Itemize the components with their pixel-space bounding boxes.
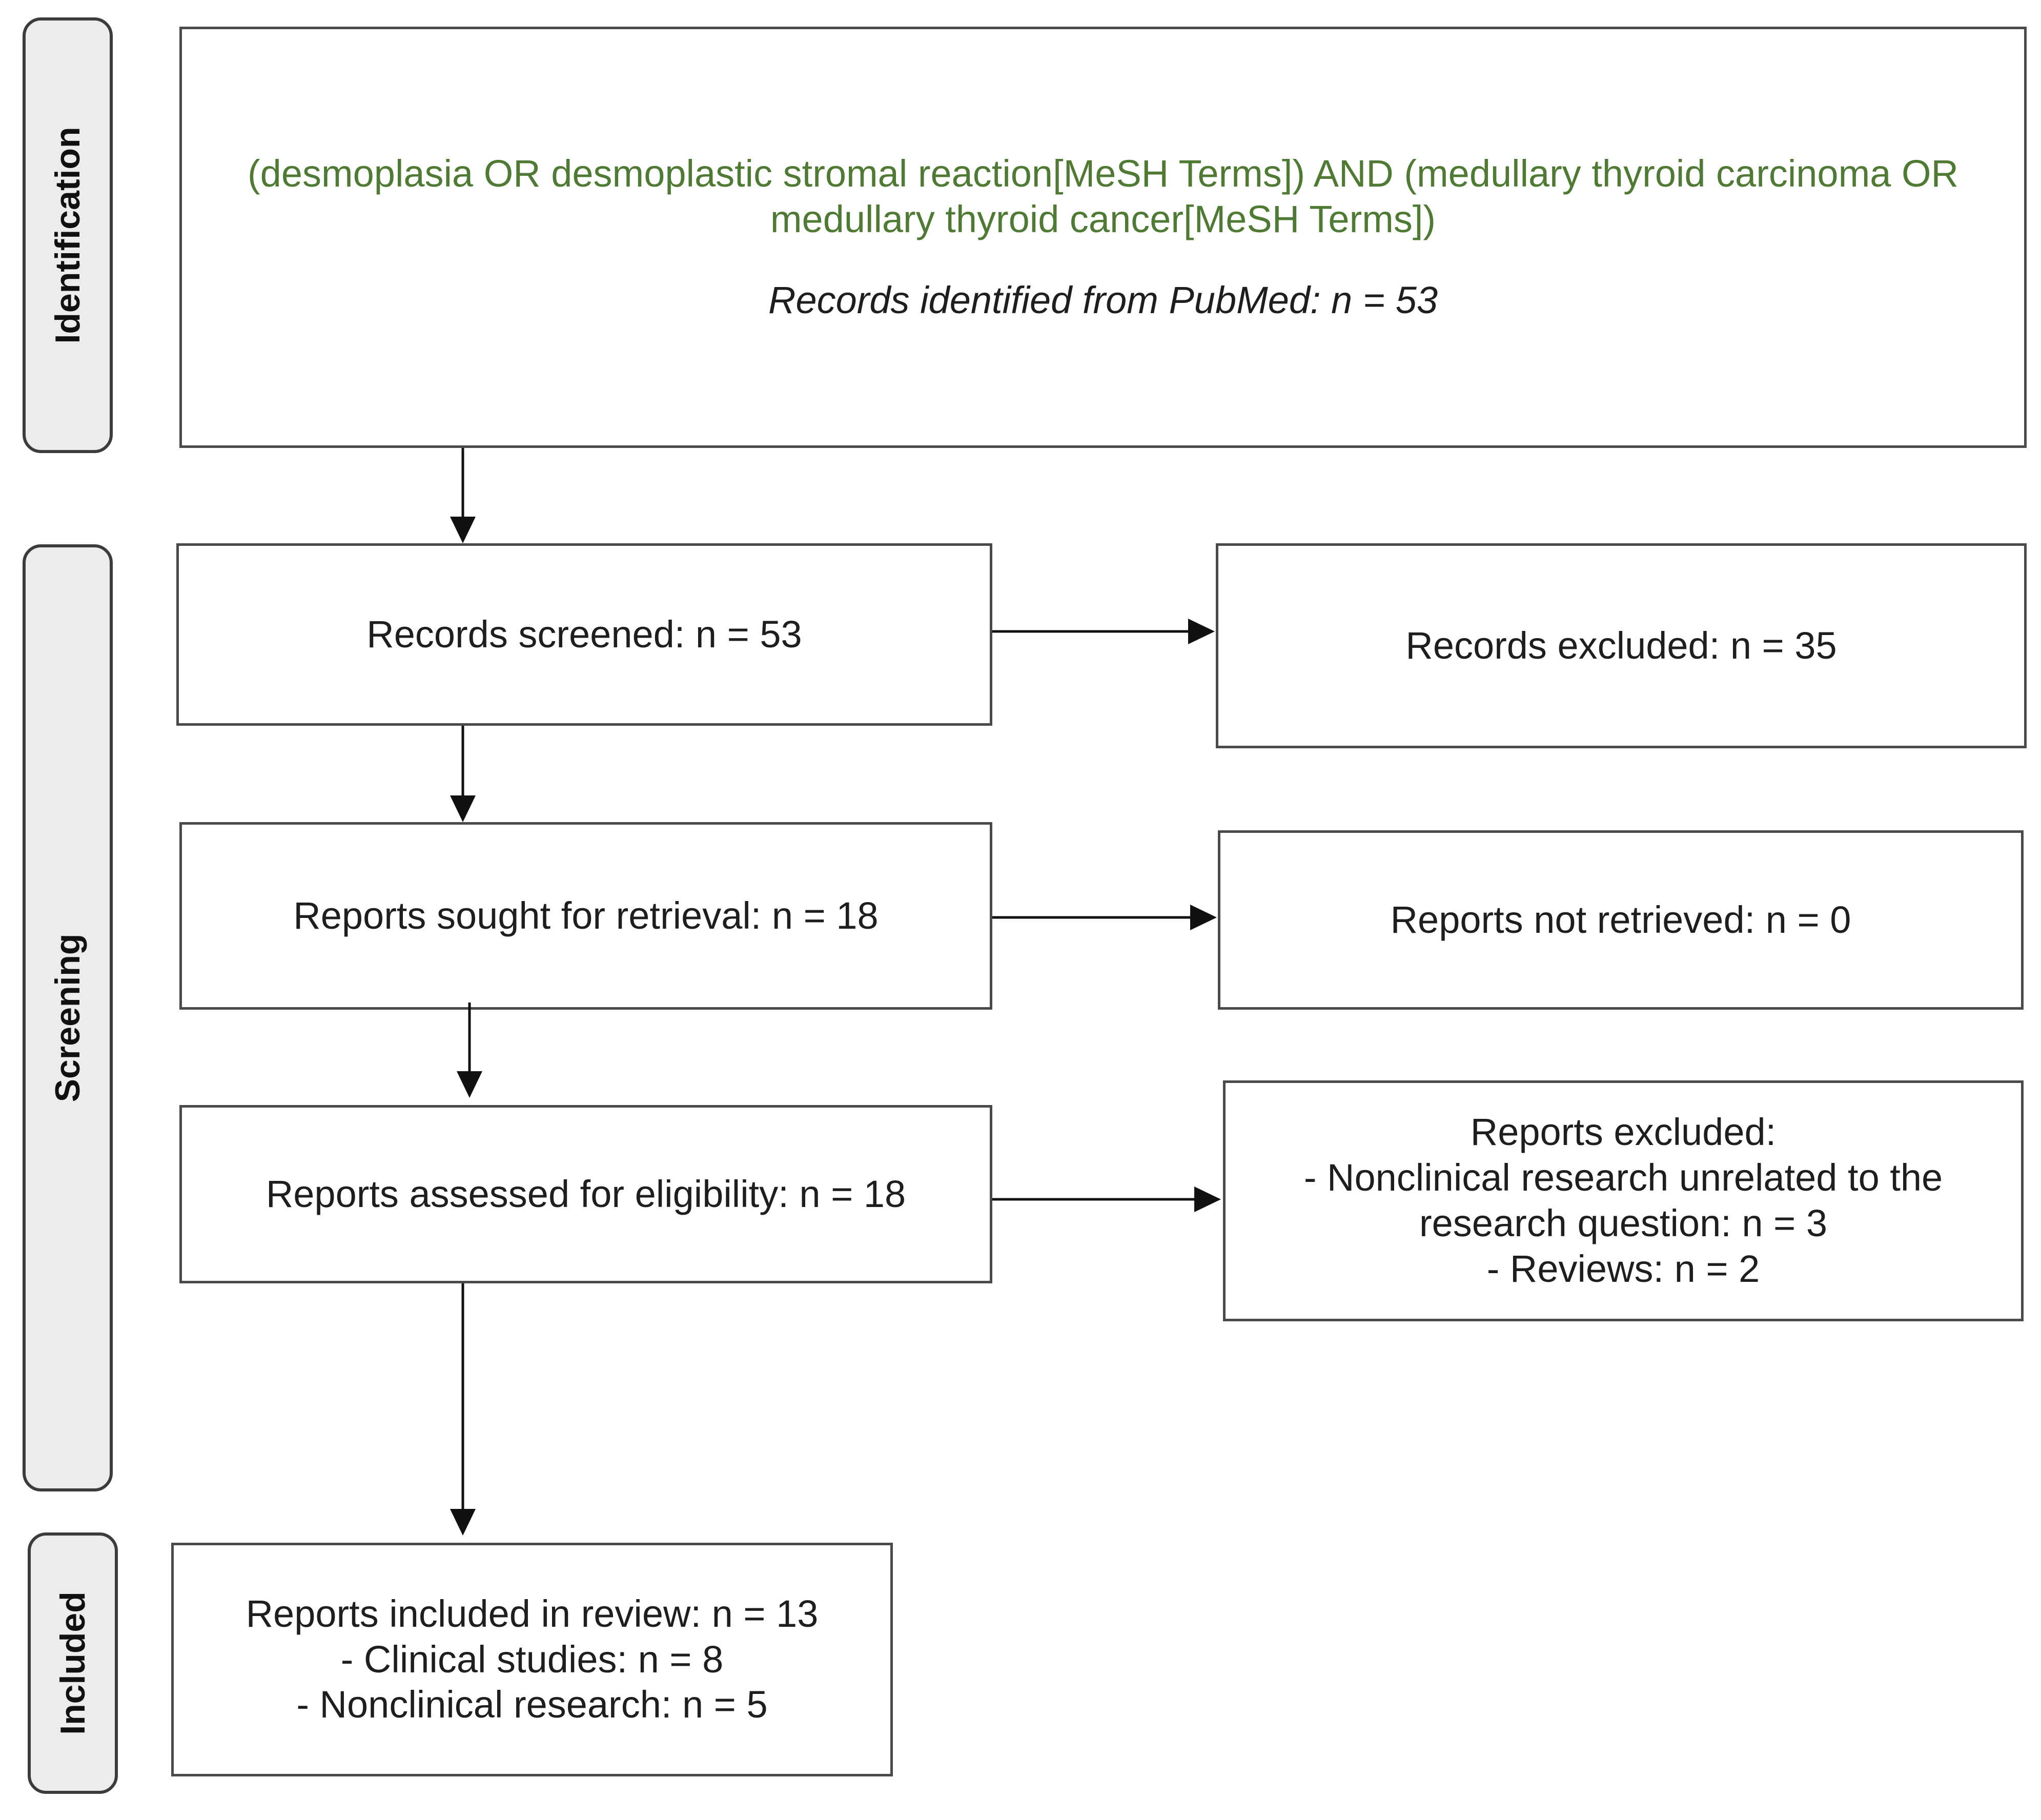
records-excluded-label: Records excluded: n = 35	[1405, 624, 1837, 667]
reports-not-retrieved-box: Reports not retrieved: n = 0	[1218, 830, 2024, 1010]
reports-included-title: Reports included in review: n = 13	[246, 1592, 819, 1635]
arrowhead-sought-to-not-retrieved	[1190, 905, 1217, 930]
reports-not-retrieved-label: Reports not retrieved: n = 0	[1390, 898, 1851, 941]
arrowhead-screened-to-sought	[450, 795, 476, 822]
reports-excluded-box: Reports excluded: - Nonclinical research…	[1223, 1080, 2024, 1321]
reports-included-box: Reports included in review: n = 13 - Cli…	[171, 1543, 893, 1776]
arrowhead-screened-to-excluded	[1188, 619, 1215, 644]
search-query-line-1: (desmoplasia OR desmoplastic stromal rea…	[248, 152, 1958, 195]
search-query: (desmoplasia OR desmoplastic stromal rea…	[217, 151, 1989, 242]
arrowhead-assessed-to-included	[450, 1509, 476, 1536]
reports-excluded-line-3: - Reviews: n = 2	[1486, 1247, 1760, 1290]
stage-included: Included	[28, 1532, 118, 1794]
reports-excluded-line-1: - Nonclinical research unrelated to the	[1303, 1156, 1943, 1199]
reports-sought-box: Reports sought for retrieval: n = 18	[179, 822, 992, 1010]
reports-excluded-line-2: research question: n = 3	[1419, 1202, 1827, 1244]
arrowhead-sought-to-assessed	[457, 1071, 482, 1098]
reports-assessed-label: Reports assessed for eligibility: n = 18	[266, 1172, 906, 1215]
reports-sought-label: Reports sought for retrieval: n = 18	[293, 894, 879, 937]
identification-box: (desmoplasia OR desmoplastic stromal rea…	[179, 27, 2027, 448]
records-screened-label: Records screened: n = 53	[366, 612, 802, 656]
stage-identification: Identification	[23, 17, 113, 453]
records-excluded-box: Records excluded: n = 35	[1216, 543, 2027, 748]
search-query-line-2: medullary thyroid cancer[MeSH Terms])	[770, 197, 1436, 240]
records-identified: Records identified from PubMed: n = 53	[768, 279, 1438, 322]
records-screened-box: Records screened: n = 53	[176, 543, 992, 726]
reports-assessed-box: Reports assessed for eligibility: n = 18	[179, 1105, 992, 1283]
reports-included-line-1: - Clinical studies: n = 8	[340, 1638, 724, 1681]
arrowhead-identification-to-screened	[450, 517, 476, 543]
reports-excluded-title: Reports excluded:	[1470, 1111, 1777, 1154]
stage-screening: Screening	[23, 544, 113, 1491]
arrowhead-assessed-to-excluded	[1194, 1187, 1221, 1212]
reports-included-line-2: - Nonclinical research: n = 5	[296, 1683, 768, 1726]
